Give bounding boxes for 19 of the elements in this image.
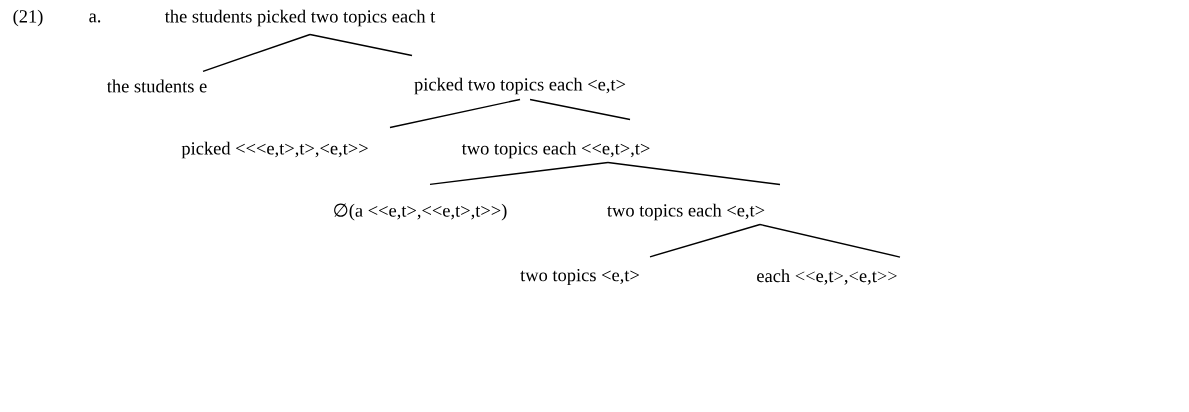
tree-node-text: each <<e,t>,<e,t>> [757,269,897,285]
tree-branch-line [607,161,781,186]
tree-node-text: picked two topics each <e,t> [414,77,626,95]
tree-node-text: the students e [107,79,207,93]
tree-node-text: picked <<<e,t>,t>,<e,t>> [181,141,368,159]
tree-branch-line [429,161,609,186]
example-label: a. [89,13,101,23]
tree-branch-line [309,33,413,57]
tree-branch-line [759,223,901,258]
tree-node-text: two topics <e,t> [520,268,639,286]
tree-branch-line [529,98,631,121]
tree-node-text: ∅(a <<e,t>,<<e,t>,t>>) [334,203,507,221]
tree-branch-line [202,33,311,73]
tree-branch-line [649,223,761,258]
tree-node-text: the students picked two topics each t [164,9,436,27]
tree-branch-line [389,98,521,129]
tree-node-text: two topics each <e,t> [607,203,765,221]
tree-node-text: two topics each <<e,t>,t> [461,141,650,159]
example-label: (21) [13,9,43,27]
